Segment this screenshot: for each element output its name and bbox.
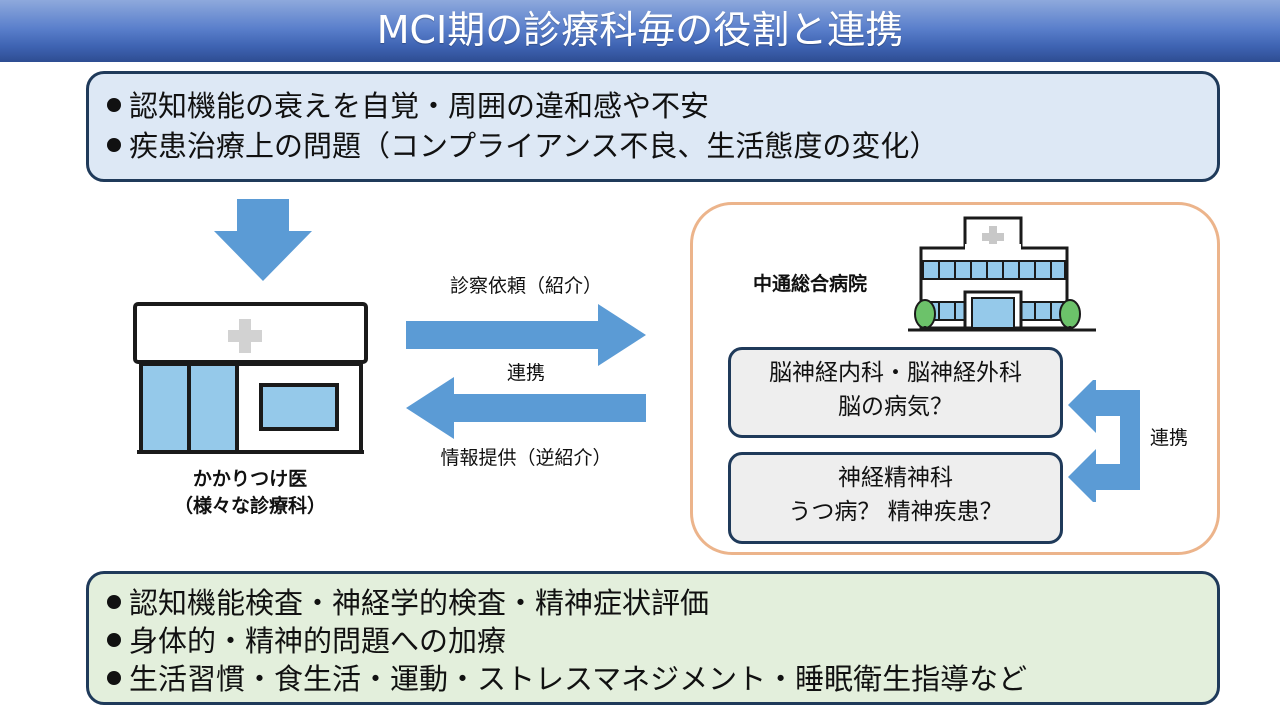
psychiatry-department-box: 神経精神科 うつ病？ 精神疾患？: [728, 452, 1063, 544]
list-item: 身体的・精神的問題への加療: [107, 622, 1027, 660]
hospital-name: 中通総合病院: [753, 273, 868, 295]
hospital-roles-box: 認知機能検査・神経学的検査・精神症状評価 身体的・精神的問題への加療 生活習慣・…: [86, 571, 1220, 705]
list-item-text: 身体的・精神的問題への加療: [129, 624, 507, 658]
page-title: MCI期の診療科毎の役割と連携: [376, 8, 904, 52]
referral-label: 診察依頼（紹介）: [449, 275, 602, 297]
list-item-text: 認知機能検査・神経学的検査・精神症状評価: [129, 586, 710, 620]
list-item: 疾患治療上の問題（コンプライアンス不良、生活態度の変化）: [107, 126, 938, 166]
list-item: 生活習慣・食生活・運動・ストレスマネジメント・睡眠衛生指導など: [107, 660, 1027, 698]
department-name: 神経精神科: [838, 465, 953, 491]
collaboration-label: 連携: [506, 362, 545, 384]
bullet-icon: [107, 595, 121, 609]
reverse-referral-arrow-icon: [406, 377, 646, 439]
bullet-icon: [107, 633, 121, 647]
bullet-icon: [107, 98, 121, 112]
neurology-department-box: 脳神経内科・脳神経外科 脳の病気？: [728, 347, 1063, 438]
department-focus: うつ病？ 精神疾患？: [788, 499, 1003, 525]
referral-arrow-icon: [406, 304, 646, 366]
department-focus: 脳の病気？: [838, 394, 953, 420]
symptoms-box: 認知機能の衰えを自覚・周囲の違和感や不安 疾患治療上の問題（コンプライアンス不良…: [86, 71, 1220, 182]
bidirectional-bracket-arrow-icon: [1068, 380, 1140, 502]
internal-collaboration-label: 連携: [1150, 427, 1189, 449]
list-item-text: 生活習慣・食生活・運動・ストレスマネジメント・睡眠衛生指導など: [129, 662, 1028, 696]
down-arrow-icon: [214, 199, 312, 281]
bullet-icon: [107, 138, 121, 152]
department-name: 脳神経内科・脳神経外科: [769, 360, 1022, 386]
clinic-name: かかりつけ医: [192, 468, 308, 490]
clinic-subtitle: （様々な診療科）: [173, 495, 326, 517]
list-item-text: 認知機能の衰えを自覚・周囲の違和感や不安: [129, 89, 710, 123]
reverse-referral-label: 情報提供（逆紹介）: [440, 447, 612, 469]
roles-list: 認知機能検査・神経学的検査・精神症状評価 身体的・精神的問題への加療 生活習慣・…: [107, 584, 1027, 698]
bullet-icon: [107, 671, 121, 685]
list-item: 認知機能の衰えを自覚・周囲の違和感や不安: [107, 86, 938, 126]
list-item: 認知機能検査・神経学的検査・精神症状評価: [107, 584, 1027, 622]
clinic-building-icon: [133, 302, 368, 454]
symptoms-list: 認知機能の衰えを自覚・周囲の違和感や不安 疾患治療上の問題（コンプライアンス不良…: [107, 86, 938, 166]
clinic-label: かかりつけ医 （様々な診療科）: [130, 466, 370, 520]
hospital-building-icon: [908, 216, 1096, 332]
list-item-text: 疾患治療上の問題（コンプライアンス不良、生活態度の変化）: [129, 129, 939, 163]
title-bar: MCI期の診療科毎の役割と連携: [0, 0, 1280, 62]
